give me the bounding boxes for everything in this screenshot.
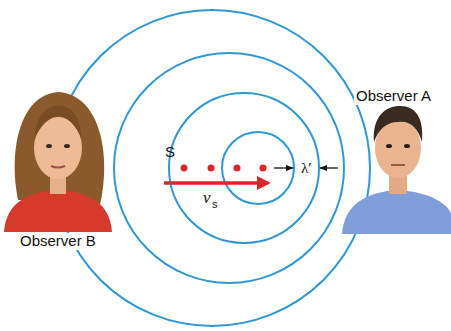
- source-dot: [234, 165, 241, 172]
- source-label: S: [163, 144, 177, 161]
- velocity-arrow: [164, 181, 268, 185]
- source-dot: [208, 165, 215, 172]
- observer-a-figure: [342, 106, 451, 234]
- observer-b-figure: [4, 92, 112, 232]
- wavefront: [222, 132, 294, 204]
- wavefront: [114, 53, 344, 283]
- observer-label: Observer A: [354, 88, 433, 105]
- source-dot: [260, 165, 267, 172]
- source-positions: [181, 165, 267, 172]
- observer-label: Observer B: [18, 233, 98, 250]
- wavefront: [169, 93, 319, 243]
- source-dot: [181, 165, 188, 172]
- velocity-subscript: s: [210, 198, 220, 210]
- velocity-symbol: v: [201, 189, 213, 208]
- wavelength-label: λ′: [299, 160, 314, 177]
